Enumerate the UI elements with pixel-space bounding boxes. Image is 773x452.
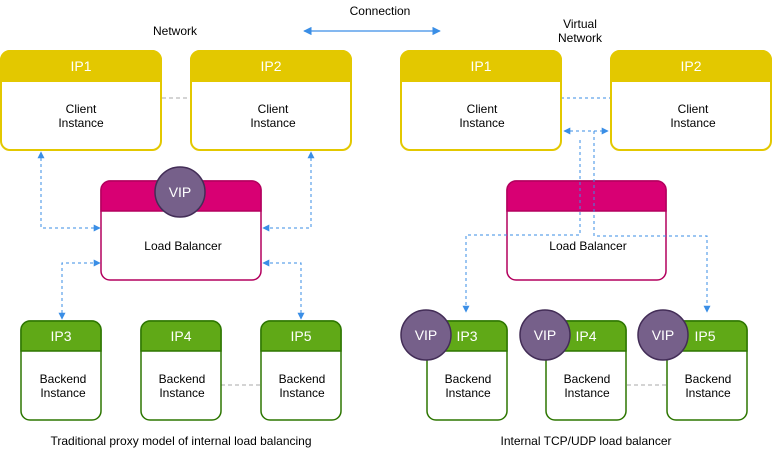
right-backend-5-vip-badge: VIP xyxy=(637,309,689,361)
right-backend-3-header: IP3 xyxy=(456,328,477,344)
left-backend-3-line2: Instance xyxy=(40,386,86,400)
left-client1-lb-arrow xyxy=(37,151,101,232)
left-client-2-header: IP2 xyxy=(260,58,281,74)
left-load-balancer-label: Load Balancer xyxy=(144,239,221,253)
left-vip-badge: VIP xyxy=(154,166,206,218)
left-backend-5-header: IP5 xyxy=(290,328,311,344)
left-backend-instance-4: IP4 Backend Instance xyxy=(140,320,222,421)
right-client-1-line1: Client xyxy=(467,102,498,116)
left-caption: Traditional proxy model of internal load… xyxy=(50,434,311,448)
connection-legend-label: Connection xyxy=(350,4,411,18)
left-backend-3-line1: Backend xyxy=(40,372,87,386)
left-client-instance-2: IP2 Client Instance xyxy=(190,50,352,151)
right-client-2-header: IP2 xyxy=(680,58,701,74)
right-backend-3-line1: Backend xyxy=(445,372,492,386)
right-backend-instance-5: IP5 Backend Instance xyxy=(666,320,748,421)
right-backend-4-vip-label: VIP xyxy=(534,327,557,343)
left-client-1-line2: Instance xyxy=(58,116,104,130)
right-backend-5-line2: Instance xyxy=(685,386,731,400)
left-client-instance-1: IP1 Client Instance xyxy=(0,50,162,151)
left-client-2-line2: Instance xyxy=(250,116,296,130)
right-backend-5-line1: Backend xyxy=(685,372,732,386)
right-client-backend5-arrow xyxy=(563,127,711,313)
right-load-balancer-label: Load Balancer xyxy=(549,239,626,253)
left-backend-instance-3: IP3 Backend Instance xyxy=(20,320,102,421)
left-client-1-header: IP1 xyxy=(70,58,91,74)
left-vip-label: VIP xyxy=(169,184,192,200)
virtual-network-legend-line1: Virtual xyxy=(563,17,597,31)
left-backend-3-header: IP3 xyxy=(50,328,71,344)
right-client-instance-2: IP2 Client Instance xyxy=(610,50,772,151)
left-backend-4-line2: Instance xyxy=(159,386,205,400)
right-backend-4-vip-badge: VIP xyxy=(519,309,571,361)
right-caption: Internal TCP/UDP load balancer xyxy=(501,434,672,448)
right-client-backend3-arrow xyxy=(462,140,581,313)
right-backend-4-line1: Backend xyxy=(564,372,611,386)
right-client-2-line2: Instance xyxy=(670,116,716,130)
right-client-1-line2: Instance xyxy=(459,116,505,130)
left-client2-lb-arrow xyxy=(262,151,315,232)
right-client-1-header: IP1 xyxy=(470,58,491,74)
right-client-instance-1: IP1 Client Instance xyxy=(400,50,562,151)
right-backend-4-line2: Instance xyxy=(564,386,610,400)
right-backend-3-vip-label: VIP xyxy=(415,327,438,343)
right-load-balancer: Load Balancer xyxy=(506,180,667,281)
left-backend-5-line2: Instance xyxy=(279,386,325,400)
right-backend-3-vip-badge: VIP xyxy=(400,309,452,361)
left-lb-backend3-arrow xyxy=(58,259,101,320)
left-lb-backend5-arrow xyxy=(262,259,305,320)
right-backend-3-line2: Instance xyxy=(445,386,491,400)
right-backend-4-header: IP4 xyxy=(575,328,596,344)
right-backend-5-header: IP5 xyxy=(694,328,715,344)
left-backend-5-line1: Backend xyxy=(279,372,326,386)
left-backend-instance-5: IP5 Backend Instance xyxy=(260,320,342,421)
network-legend-label: Network xyxy=(153,24,198,38)
left-client-2-line1: Client xyxy=(258,102,289,116)
right-client-2-line1: Client xyxy=(678,102,709,116)
left-load-balancer: Load Balancer xyxy=(100,180,262,281)
left-client-1-line1: Client xyxy=(66,102,97,116)
left-backend-4-line1: Backend xyxy=(159,372,206,386)
right-backend-5-vip-label: VIP xyxy=(652,327,675,343)
left-backend-4-header: IP4 xyxy=(170,328,191,344)
virtual-network-legend-line2: Network xyxy=(558,31,603,45)
